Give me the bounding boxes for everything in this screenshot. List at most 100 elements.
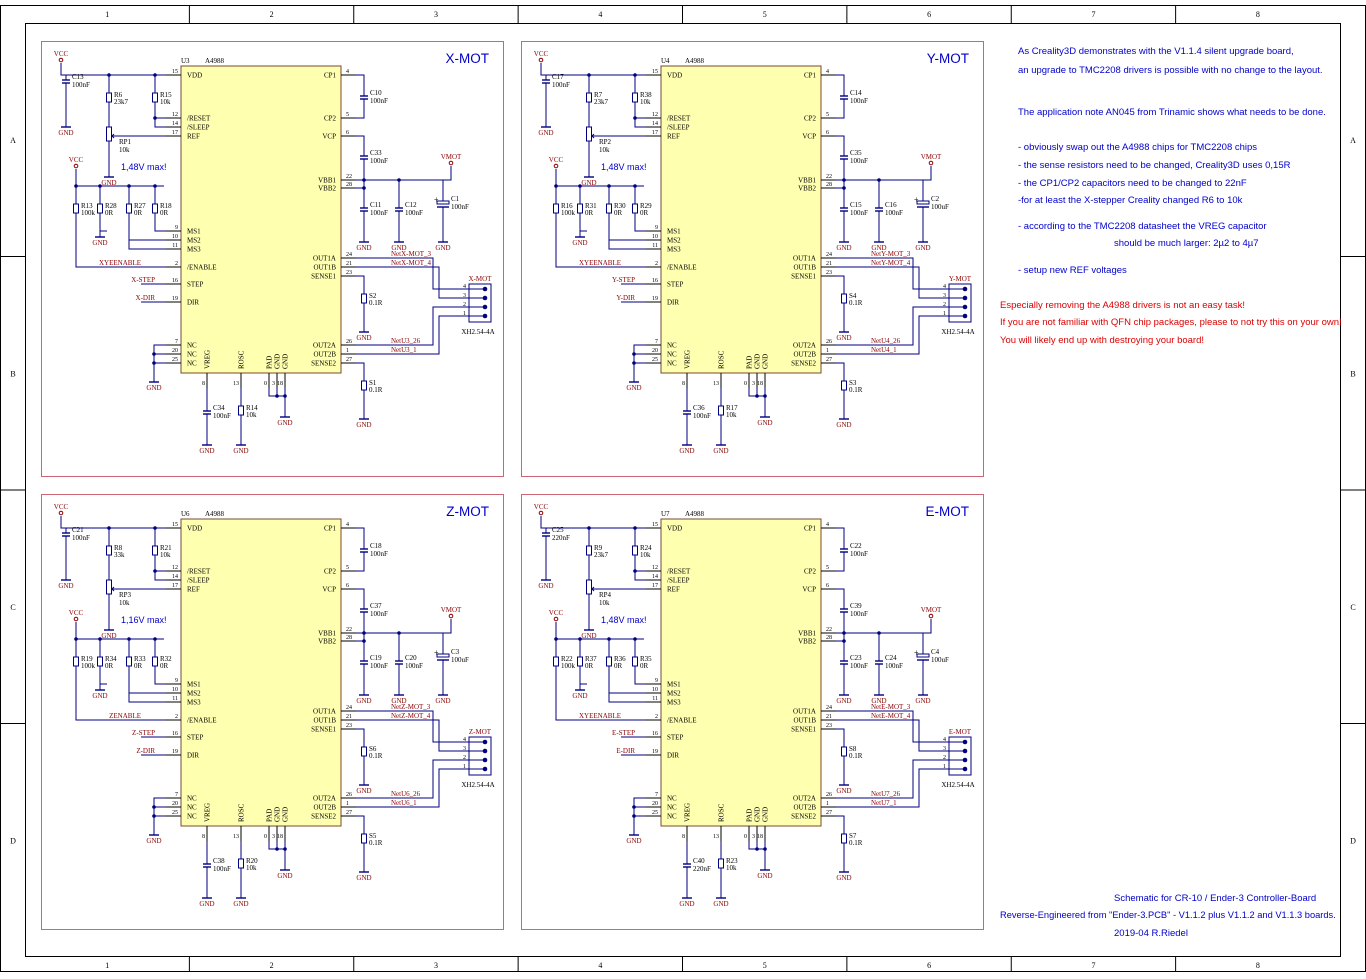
resistor-ref: R27: [134, 202, 146, 210]
ground-label: GND: [58, 129, 73, 137]
pin-name: CP1: [804, 525, 817, 533]
pin-name: DIR: [667, 752, 679, 760]
capacitor-ref: C21: [72, 526, 84, 534]
pin-number: 25: [172, 810, 178, 816]
wire: [836, 257, 949, 290]
potentiometer-body: [586, 126, 592, 142]
polarity-mark: +: [914, 648, 919, 657]
resistor-body: [632, 656, 638, 667]
part-ref: RP3: [119, 591, 132, 599]
wire: [555, 213, 646, 268]
note-line: -for at least the X-stepper Creality cha…: [1018, 195, 1243, 206]
pin-name: PAD: [266, 356, 274, 369]
connector-pin: [482, 313, 488, 319]
pin-number: 18: [757, 834, 763, 840]
net-label: Y-STEP: [612, 276, 635, 284]
ground-label: GND: [757, 872, 772, 880]
pin-name: /SLEEP: [667, 124, 690, 132]
warning-line: You will likely end up with destroying y…: [1000, 335, 1205, 346]
wire: [633, 344, 646, 376]
resistor-ref: R8: [114, 544, 123, 552]
resistor-body: [73, 656, 79, 667]
pin-number: 16: [172, 731, 178, 737]
capacitor-ref: C24: [885, 654, 897, 662]
power-port: [73, 163, 79, 169]
wire: [128, 240, 166, 250]
pin-name: OUT2A: [313, 342, 336, 350]
pin-name: ROSC: [718, 350, 726, 369]
note-line: an upgrade to TMC2208 drivers is possibl…: [1018, 65, 1323, 76]
pin-name: MS2: [667, 690, 681, 698]
connector-ref: X-MOT: [469, 275, 493, 283]
capacitor-value: 100nF: [72, 534, 90, 542]
pin-name: VBB2: [798, 185, 816, 193]
capacitor-value: 100nF: [405, 662, 423, 670]
pin-name: MS3: [667, 246, 681, 254]
ground-label: GND: [435, 697, 450, 705]
frame-column-label: 3: [434, 961, 438, 970]
resistor-ref: S2: [369, 292, 377, 300]
net-label: NetY-MOT_3: [871, 250, 911, 258]
pin-number: 17: [652, 583, 658, 589]
resistor-ref: R15: [160, 91, 172, 99]
pin-name: REF: [667, 586, 680, 594]
wire: [153, 344, 166, 376]
pin-number: 2: [463, 302, 466, 308]
pin-name: NC: [667, 795, 677, 803]
ic-ref: U3: [181, 57, 190, 65]
wire: [75, 213, 166, 268]
pin-name: CP2: [324, 115, 337, 123]
pin-name: NC: [667, 813, 677, 821]
pin-name: GND: [754, 807, 762, 822]
ground-label: GND: [101, 632, 116, 640]
ground-label: GND: [915, 697, 930, 705]
resistor-value: 0.1R: [369, 386, 383, 394]
pin-name: /ENABLE: [667, 717, 697, 725]
pin-number: 4: [943, 284, 946, 290]
capacitor-value: 100nF: [370, 97, 388, 105]
pin-number: 1: [346, 801, 349, 807]
capacitor-value: 100nF: [885, 662, 903, 670]
pin-number: 4: [463, 284, 466, 290]
pin-name: VBB1: [798, 177, 816, 185]
frame-column-label: 7: [1091, 961, 1095, 970]
pin-name: OUT1A: [793, 708, 816, 716]
frame-column-label: 7: [1091, 10, 1095, 19]
resistor-value: 10k: [246, 864, 257, 872]
pin-name: NC: [667, 351, 677, 359]
capacitor-ref: C1: [451, 195, 460, 203]
power-label: VCC: [54, 50, 69, 58]
resistor-value: 23k7: [114, 98, 129, 106]
resistor-ref: R36: [614, 655, 626, 663]
pin-number: 26: [346, 792, 352, 798]
resistor-body: [106, 545, 112, 556]
pin-number: 7: [175, 792, 178, 798]
title-block-line: 2019-04 R.Riedel: [1114, 928, 1188, 939]
pin-number: 22: [826, 174, 832, 180]
wire: [356, 306, 469, 346]
ground-label: GND: [356, 421, 371, 429]
potentiometer-wiper: [591, 133, 599, 139]
pin-number: 17: [172, 130, 178, 136]
pin-name: /RESET: [187, 568, 211, 576]
pin-name: OUT1B: [313, 717, 336, 725]
capacitor-value: 100nF: [213, 865, 231, 873]
capacitor-value: 100uF: [451, 656, 469, 664]
pin-number: 13: [233, 834, 239, 840]
ic-part: A4988: [205, 57, 225, 65]
pin-number: 23: [346, 270, 352, 276]
pin-name: MS1: [667, 228, 681, 236]
net-label: X-STEP: [131, 276, 155, 284]
potentiometer-wiper: [591, 586, 599, 592]
resistor-value: 0.1R: [849, 839, 863, 847]
pin-name: MS2: [667, 237, 681, 245]
connector-ref: E-MOT: [949, 728, 972, 736]
connector-pin: [962, 757, 968, 763]
resistor-ref: R29: [640, 202, 652, 210]
ground-label: GND: [836, 787, 851, 795]
capacitor-value: 100nF: [850, 662, 868, 670]
net-label: NetU3_1: [391, 346, 417, 354]
note-line: - according to the TMC2208 datasheet the…: [1018, 221, 1267, 232]
connector-pin: [482, 748, 488, 754]
